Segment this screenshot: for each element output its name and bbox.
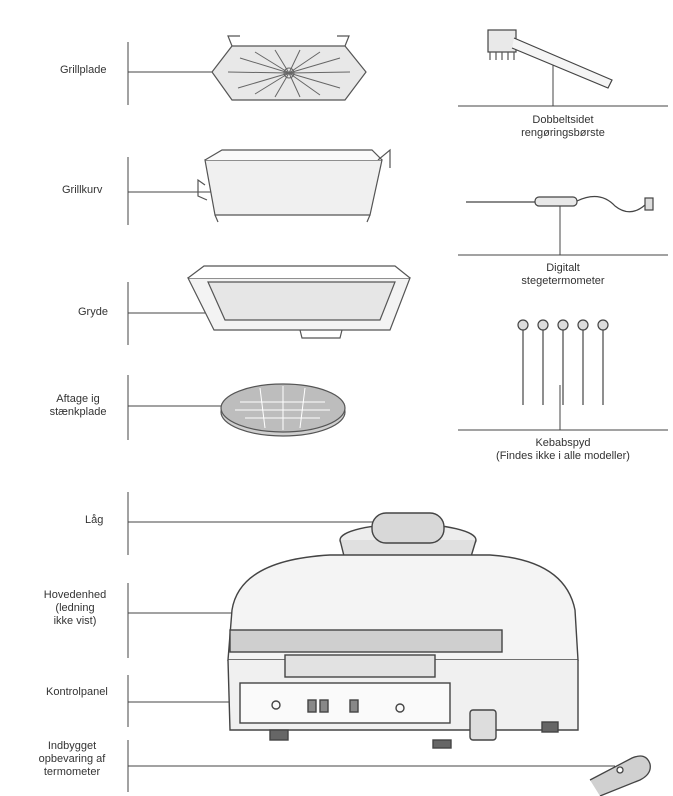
splatter-plate-drawing bbox=[220, 383, 346, 437]
kebab-skewers-drawing bbox=[517, 319, 609, 405]
label-hovedenhed-line2: (ledning bbox=[55, 602, 95, 614]
label-kebab-line2: (Findes ikke i alle modeller) bbox=[496, 450, 630, 462]
label-gryde: Gryde bbox=[78, 306, 108, 318]
label-termometer-line2: stegetermometer bbox=[521, 275, 605, 287]
label-kontrolpanel: Kontrolpanel bbox=[46, 686, 108, 698]
label-indbygget: Indbygget opbevaring af termometer bbox=[22, 740, 122, 779]
label-termometer-line1: Digitalt bbox=[546, 262, 580, 274]
label-kebab: Kebabspyd (Findes ikke i alle modeller) bbox=[458, 437, 668, 463]
label-aftagelig-line2: stænkplade bbox=[49, 406, 107, 418]
label-grillplade: Grillplade bbox=[60, 64, 107, 76]
label-termometer: Digitalt stegetermometer bbox=[458, 262, 668, 288]
thermometer-holder-drawing bbox=[589, 755, 651, 796]
label-aftagelig: Aftage ig stænkplade bbox=[36, 393, 120, 419]
label-borste-line1: Dobbeltsidet bbox=[532, 114, 594, 126]
cleaning-brush-drawing bbox=[487, 29, 613, 89]
label-hovedenhed-line3: ikke vist) bbox=[53, 615, 97, 627]
grill-plate-drawing bbox=[211, 35, 367, 101]
label-borste-line2: rengøringsbørste bbox=[521, 127, 605, 139]
label-indbygget-line3: termometer bbox=[43, 766, 101, 778]
label-grillkurv: Grillkurv bbox=[62, 184, 103, 196]
digital-thermometer-drawing bbox=[466, 195, 654, 213]
label-laag: Låg bbox=[85, 514, 104, 526]
label-kebab-line1: Kebabspyd bbox=[535, 437, 591, 449]
main-unit-drawing bbox=[227, 512, 579, 749]
label-indbygget-line2: opbevaring af bbox=[38, 753, 106, 765]
label-borste: Dobbeltsidet rengøringsbørste bbox=[458, 114, 668, 140]
label-indbygget-line1: Indbygget bbox=[47, 740, 97, 752]
grill-basket-drawing bbox=[197, 148, 391, 223]
label-aftagelig-line1: Aftage ig bbox=[56, 393, 100, 405]
label-hovedenhed: Hovedenhed (ledning ikke vist) bbox=[30, 589, 120, 628]
label-hovedenhed-line1: Hovedenhed bbox=[43, 589, 107, 601]
pot-drawing bbox=[187, 265, 411, 339]
